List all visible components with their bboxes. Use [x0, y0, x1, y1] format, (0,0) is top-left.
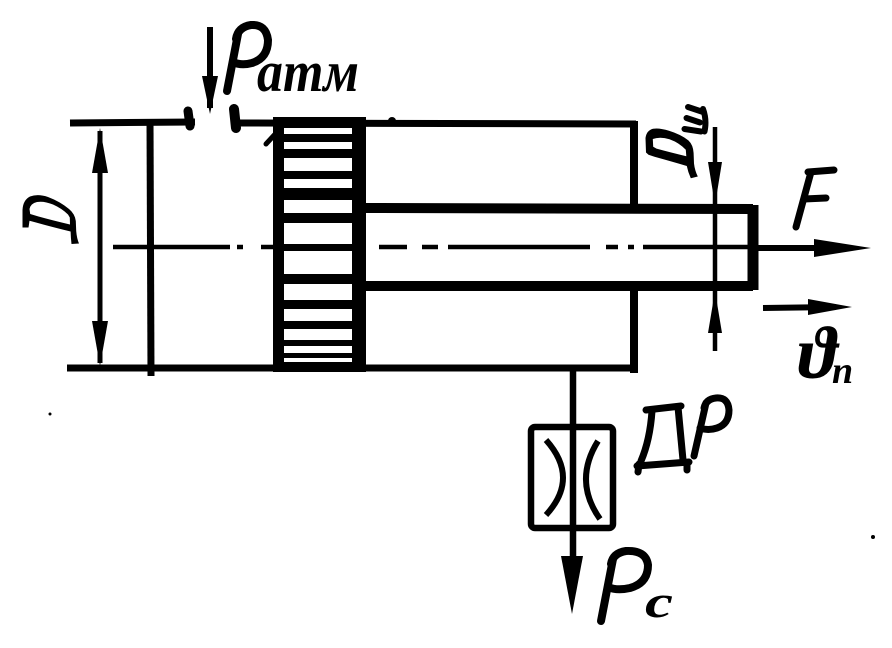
svg-text:атм: атм — [257, 39, 359, 104]
svg-text:п: п — [832, 350, 853, 392]
svg-text:с: с — [645, 576, 673, 627]
svg-text:ϑ: ϑ — [798, 313, 840, 395]
